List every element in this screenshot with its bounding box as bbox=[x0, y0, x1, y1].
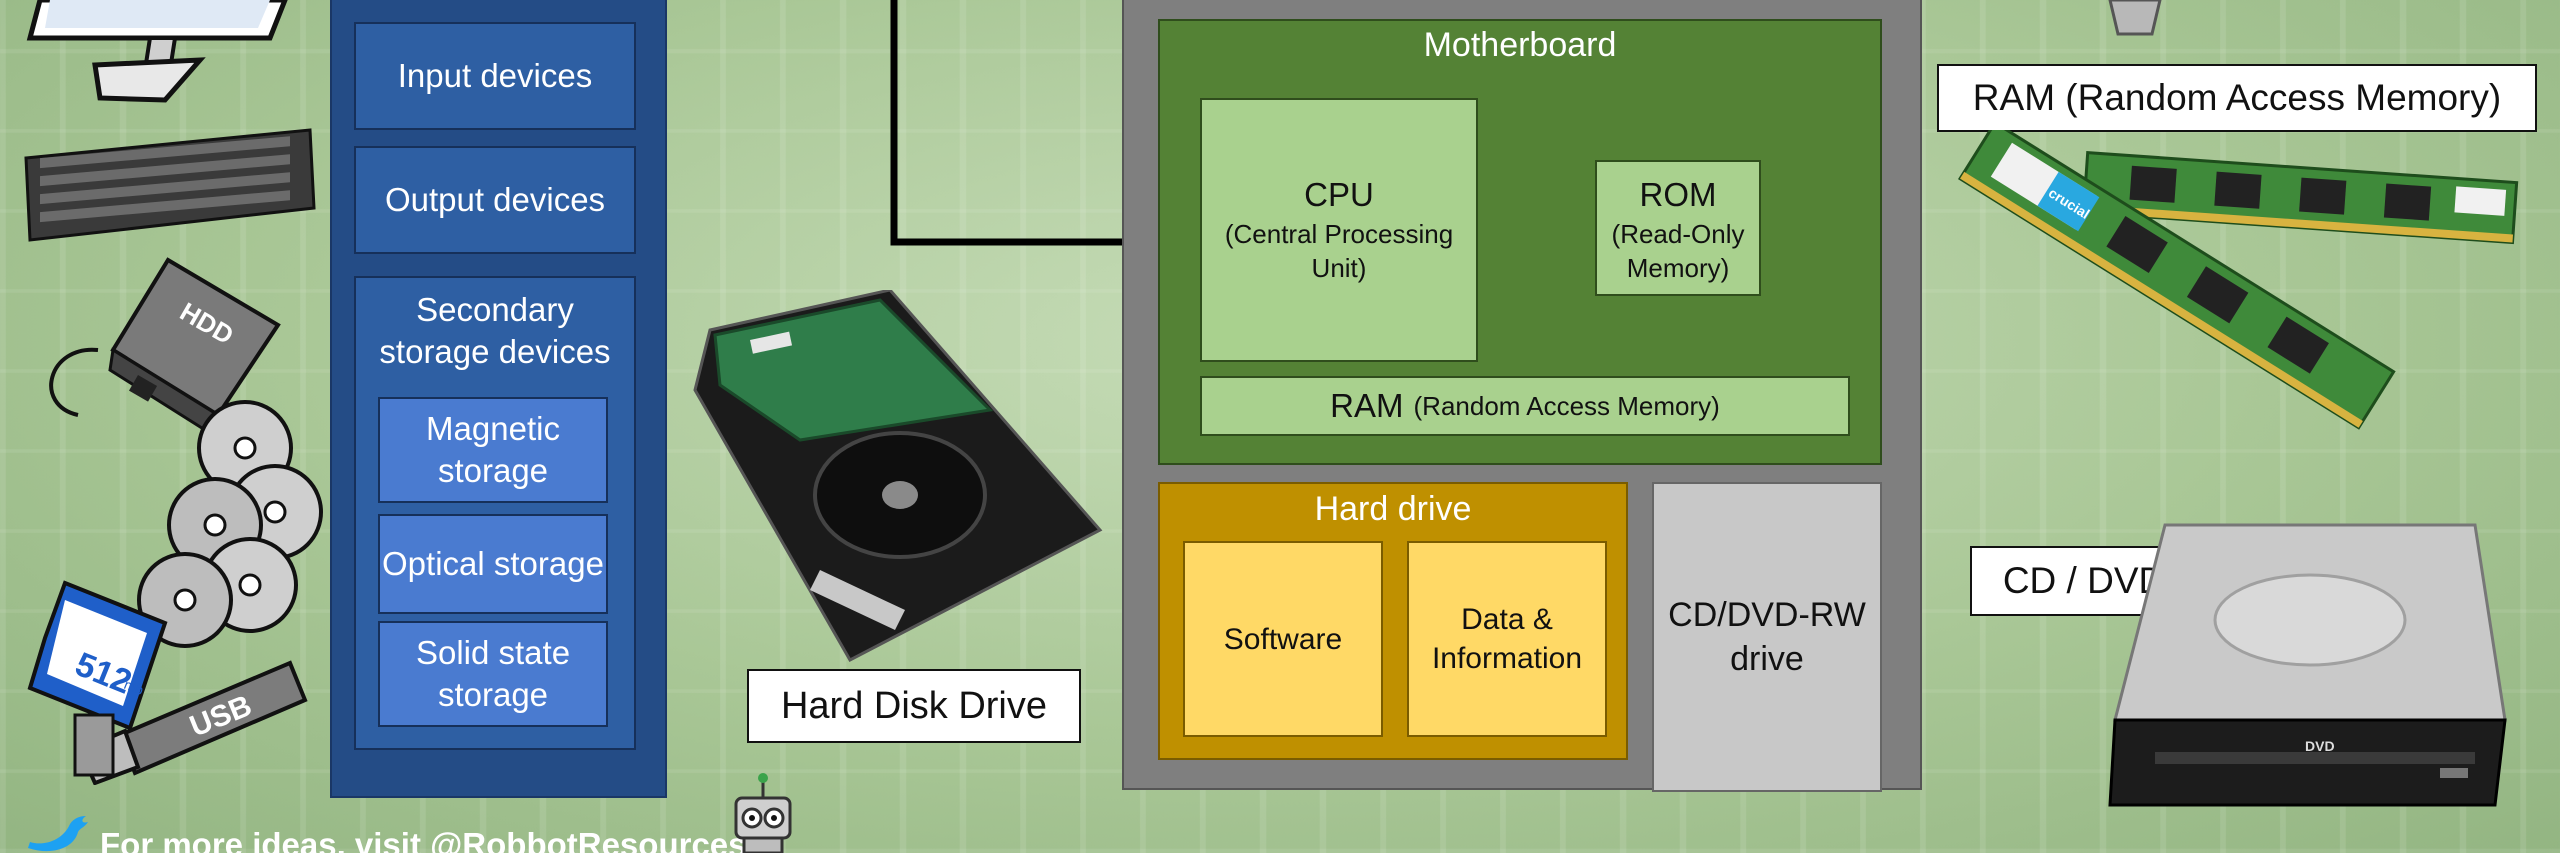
ram-stick-photo: crucial bbox=[1957, 130, 2519, 430]
secondary-storage-title: Secondary storage devices bbox=[379, 290, 611, 370]
input-devices-box: Input devices bbox=[354, 22, 636, 130]
rom-full-name: (Read-Only Memory) bbox=[1611, 218, 1745, 283]
motherboard-title: Motherboard bbox=[1423, 26, 1617, 64]
ram-photo-label: RAM (Random Access Memory) bbox=[1937, 64, 2537, 132]
footer-credit: For more ideas, visit @RobbotResources bbox=[100, 826, 747, 853]
hard-disk-drive-label: Hard Disk Drive bbox=[747, 669, 1081, 743]
robot-icon bbox=[734, 773, 792, 853]
magnetic-storage-label: Magnetic storage bbox=[426, 409, 560, 489]
ram-box: RAM (Random Access Memory) bbox=[1200, 376, 1850, 436]
hard-drive-title: Hard drive bbox=[1314, 490, 1472, 528]
hard-disk-photo bbox=[693, 290, 1103, 662]
monitor-icon bbox=[26, 0, 288, 103]
cd-dvd-rw-drive-label: CD/DVD-RW drive bbox=[1668, 595, 1866, 678]
optical-storage-box: Optical storage bbox=[378, 514, 608, 614]
dvd-drive-photo: DVD bbox=[2108, 523, 2507, 807]
usb-drive-icon: USB bbox=[73, 660, 308, 785]
sd-card-icon: 512 mb bbox=[27, 580, 168, 731]
cable-connector-icon bbox=[2108, 0, 2162, 36]
input-devices-label: Input devices bbox=[397, 56, 593, 94]
solid-state-storage-box: Solid state storage bbox=[378, 621, 608, 727]
cable-connector-icon bbox=[890, 0, 1160, 246]
output-devices-label: Output devices bbox=[384, 180, 606, 218]
dvd-logo-label: DVD bbox=[2305, 738, 2335, 754]
cpu-label: CPU bbox=[1304, 176, 1374, 213]
rom-label: ROM bbox=[1639, 176, 1717, 213]
keyboard-icon bbox=[24, 128, 316, 242]
software-label: Software bbox=[1223, 622, 1343, 656]
data-information-box: Data & Information bbox=[1407, 541, 1607, 737]
software-box: Software bbox=[1183, 541, 1383, 737]
external-hdd-icon: HDD bbox=[49, 257, 281, 438]
ram-label: RAM bbox=[1330, 387, 1404, 424]
output-devices-box: Output devices bbox=[354, 146, 636, 254]
magnetic-storage-box: Magnetic storage bbox=[378, 397, 608, 503]
cd-dvd-rw-drive-box: CD/DVD-RW drive bbox=[1652, 482, 1882, 792]
data-information-label: Data & Information bbox=[1431, 603, 1583, 675]
solid-state-storage-label: Solid state storage bbox=[415, 633, 571, 713]
cpu-full-name: (Central Processing Unit) bbox=[1224, 218, 1454, 283]
cpu-box bbox=[1200, 98, 1478, 362]
ram-full-name: (Random Access Memory) bbox=[1413, 390, 1720, 421]
sd-card-unit: mb bbox=[122, 676, 146, 698]
optical-storage-label: Optical storage bbox=[382, 544, 604, 582]
optical-disc-icon bbox=[137, 400, 323, 648]
rom-box bbox=[1595, 160, 1761, 296]
twitter-bird-icon bbox=[28, 816, 88, 852]
